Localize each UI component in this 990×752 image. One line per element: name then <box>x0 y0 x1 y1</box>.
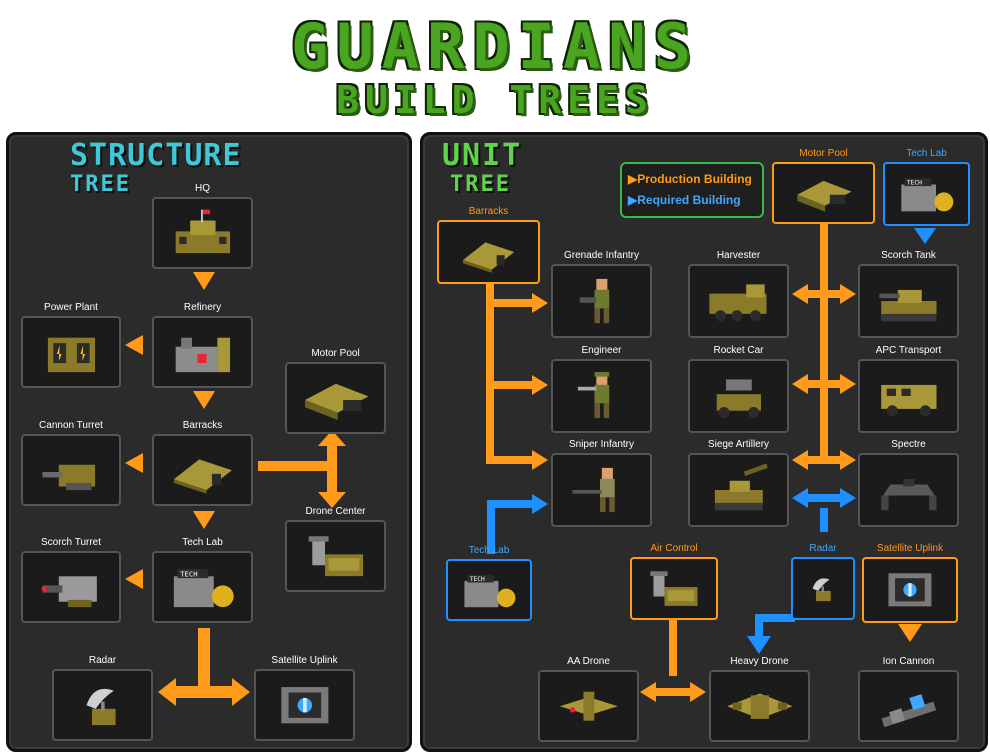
motor-pool-icon <box>304 383 369 420</box>
unit-node-ion-cannon[interactable]: Ion Cannon <box>858 656 959 742</box>
unit-node-satellite-uplink[interactable]: Satellite Uplink <box>862 543 958 623</box>
page-subtitle: BUILD TREES <box>336 78 654 122</box>
scorch-turret-icon <box>41 576 97 607</box>
barracks-icon <box>462 242 515 273</box>
unit-node-harvester[interactable]: Harvester <box>688 250 789 338</box>
radar-icon <box>812 578 831 602</box>
unit-node-aa-drone[interactable]: AA Drone <box>538 656 639 742</box>
radar-icon <box>86 688 116 725</box>
page-title: GUARDIANS <box>291 10 699 83</box>
scorch-tank-icon <box>879 289 937 322</box>
unit-node-radar[interactable]: Radar <box>791 543 855 620</box>
engineer-icon <box>577 372 609 419</box>
unit-node-engineer[interactable]: Engineer <box>551 345 652 433</box>
unit-node-heavy-drone[interactable]: Heavy Drone <box>709 656 810 742</box>
structure-node-satellite-uplink[interactable]: Satellite Uplink <box>254 655 355 741</box>
unit-node-tech-lab-top[interactable]: Tech Lab TECH <box>883 148 970 226</box>
unit-node-grenade-infantry[interactable]: Grenade Infantry <box>551 250 652 338</box>
structure-tree-title: STRUCTURE <box>70 138 242 173</box>
power-plant-icon <box>47 337 95 372</box>
unit-node-motor-pool[interactable]: Motor Pool <box>772 148 875 224</box>
unit-node-barracks[interactable]: Barracks <box>437 206 540 284</box>
barracks-icon <box>173 459 232 494</box>
unit-node-siege-artillery[interactable]: Siege Artillery <box>688 439 789 527</box>
aa-drone-icon <box>559 691 618 721</box>
svg-text:TECH: TECH <box>180 569 197 578</box>
structure-node-cannon-turret[interactable]: Cannon Turret <box>21 420 121 506</box>
motor-pool-icon <box>797 180 852 212</box>
structure-node-drone-center[interactable]: Drone Center <box>285 506 386 592</box>
spectre-icon <box>880 478 937 511</box>
structure-tree-subtitle: TREE <box>70 172 131 197</box>
unit-tree-subtitle: TREE <box>450 172 511 197</box>
structure-node-motor-pool[interactable]: Motor Pool <box>285 348 386 434</box>
satellite-uplink-icon <box>888 573 932 607</box>
svg-text:TECH: TECH <box>907 180 922 187</box>
cannon-turret-icon <box>41 464 95 490</box>
structure-node-tech-lab[interactable]: Tech Lab TECH <box>152 537 253 623</box>
sniper-infantry-icon <box>572 467 615 513</box>
unit-node-tech-lab-bottom[interactable]: Tech Lab TECH <box>446 545 532 621</box>
siege-artillery-icon <box>714 463 768 511</box>
rocket-car-icon <box>716 379 761 419</box>
unit-node-apc-transport[interactable]: APC Transport <box>858 345 959 433</box>
unit-node-spectre[interactable]: Spectre <box>858 439 959 527</box>
structure-node-refinery[interactable]: Refinery <box>152 302 253 388</box>
air-control-icon <box>650 571 698 606</box>
legend-production: ▶Production Building <box>628 172 752 186</box>
unit-node-air-control[interactable]: Air Control <box>630 543 718 620</box>
tech-lab-icon: TECH <box>464 574 516 608</box>
structure-node-radar[interactable]: Radar <box>52 655 153 741</box>
svg-text:TECH: TECH <box>470 576 485 583</box>
harvester-icon <box>709 284 767 322</box>
structure-node-power-plant[interactable]: Power Plant <box>21 302 121 388</box>
legend: ▶Production Building ▶Required Building <box>620 162 764 218</box>
grenade-infantry-icon <box>579 278 609 324</box>
ion-cannon-icon <box>881 693 936 727</box>
legend-required: ▶Required Building <box>628 193 741 207</box>
structure-node-hq[interactable]: HQ <box>152 183 253 269</box>
apc-transport-icon <box>880 384 937 417</box>
structure-node-barracks[interactable]: Barracks <box>152 420 253 506</box>
tech-lab-icon: TECH <box>901 178 954 212</box>
refinery-icon <box>175 337 230 372</box>
tech-lab-icon: TECH <box>173 568 234 607</box>
unit-node-rocket-car[interactable]: Rocket Car <box>688 345 789 433</box>
unit-tree-title: UNIT <box>442 138 523 173</box>
unit-node-sniper-infantry[interactable]: Sniper Infantry <box>551 439 652 527</box>
unit-node-scorch-tank[interactable]: Scorch Tank <box>858 250 959 338</box>
structure-node-scorch-turret[interactable]: Scorch Turret <box>21 537 121 623</box>
satellite-uplink-icon <box>280 686 329 724</box>
heavy-drone-icon <box>726 693 793 719</box>
hq-building-icon <box>175 209 230 253</box>
drone-center-icon <box>308 536 363 576</box>
